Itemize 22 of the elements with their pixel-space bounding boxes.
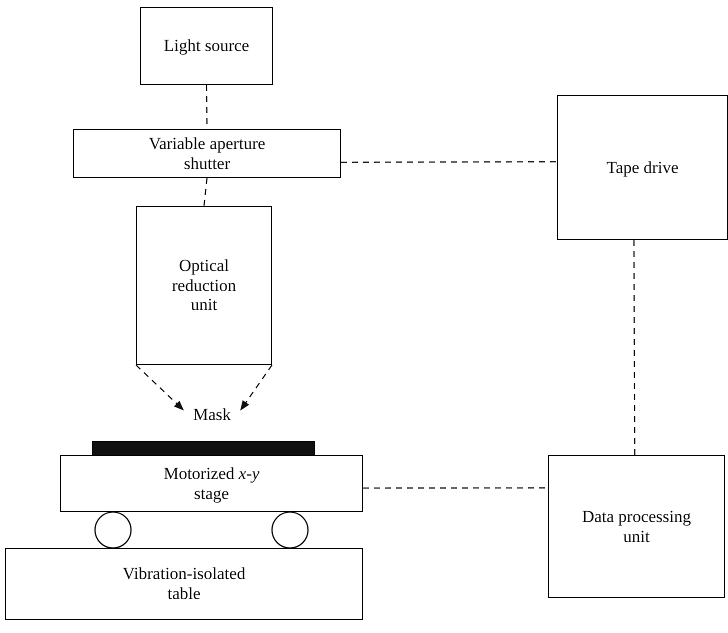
box-label: Motorized x-y stage: [162, 464, 260, 504]
box-label: Light source: [164, 36, 250, 56]
component-box: [140, 7, 273, 85]
component-box: [60, 455, 363, 512]
component-box: [73, 129, 341, 178]
dashed-connector: [363, 487, 548, 489]
box-label: Mask: [193, 405, 231, 425]
component-box: [5, 548, 363, 620]
dashed-connector: [341, 161, 557, 163]
box-label: Data processing unit: [580, 506, 692, 546]
arrow: [136, 364, 184, 410]
box-label: Tape drive: [606, 158, 678, 178]
dashed-connector: [633, 240, 636, 455]
box-label: Optical reduction unit: [170, 256, 238, 315]
mask-bar: [92, 441, 315, 455]
box-label: Vibration-isolated table: [122, 564, 246, 604]
component-box: [548, 455, 725, 598]
arrow: [240, 364, 272, 411]
component-box: [136, 206, 272, 365]
box-label: Variable aperture shutter: [148, 134, 266, 174]
dashed-connector: [203, 178, 208, 206]
component-box: [557, 95, 728, 240]
